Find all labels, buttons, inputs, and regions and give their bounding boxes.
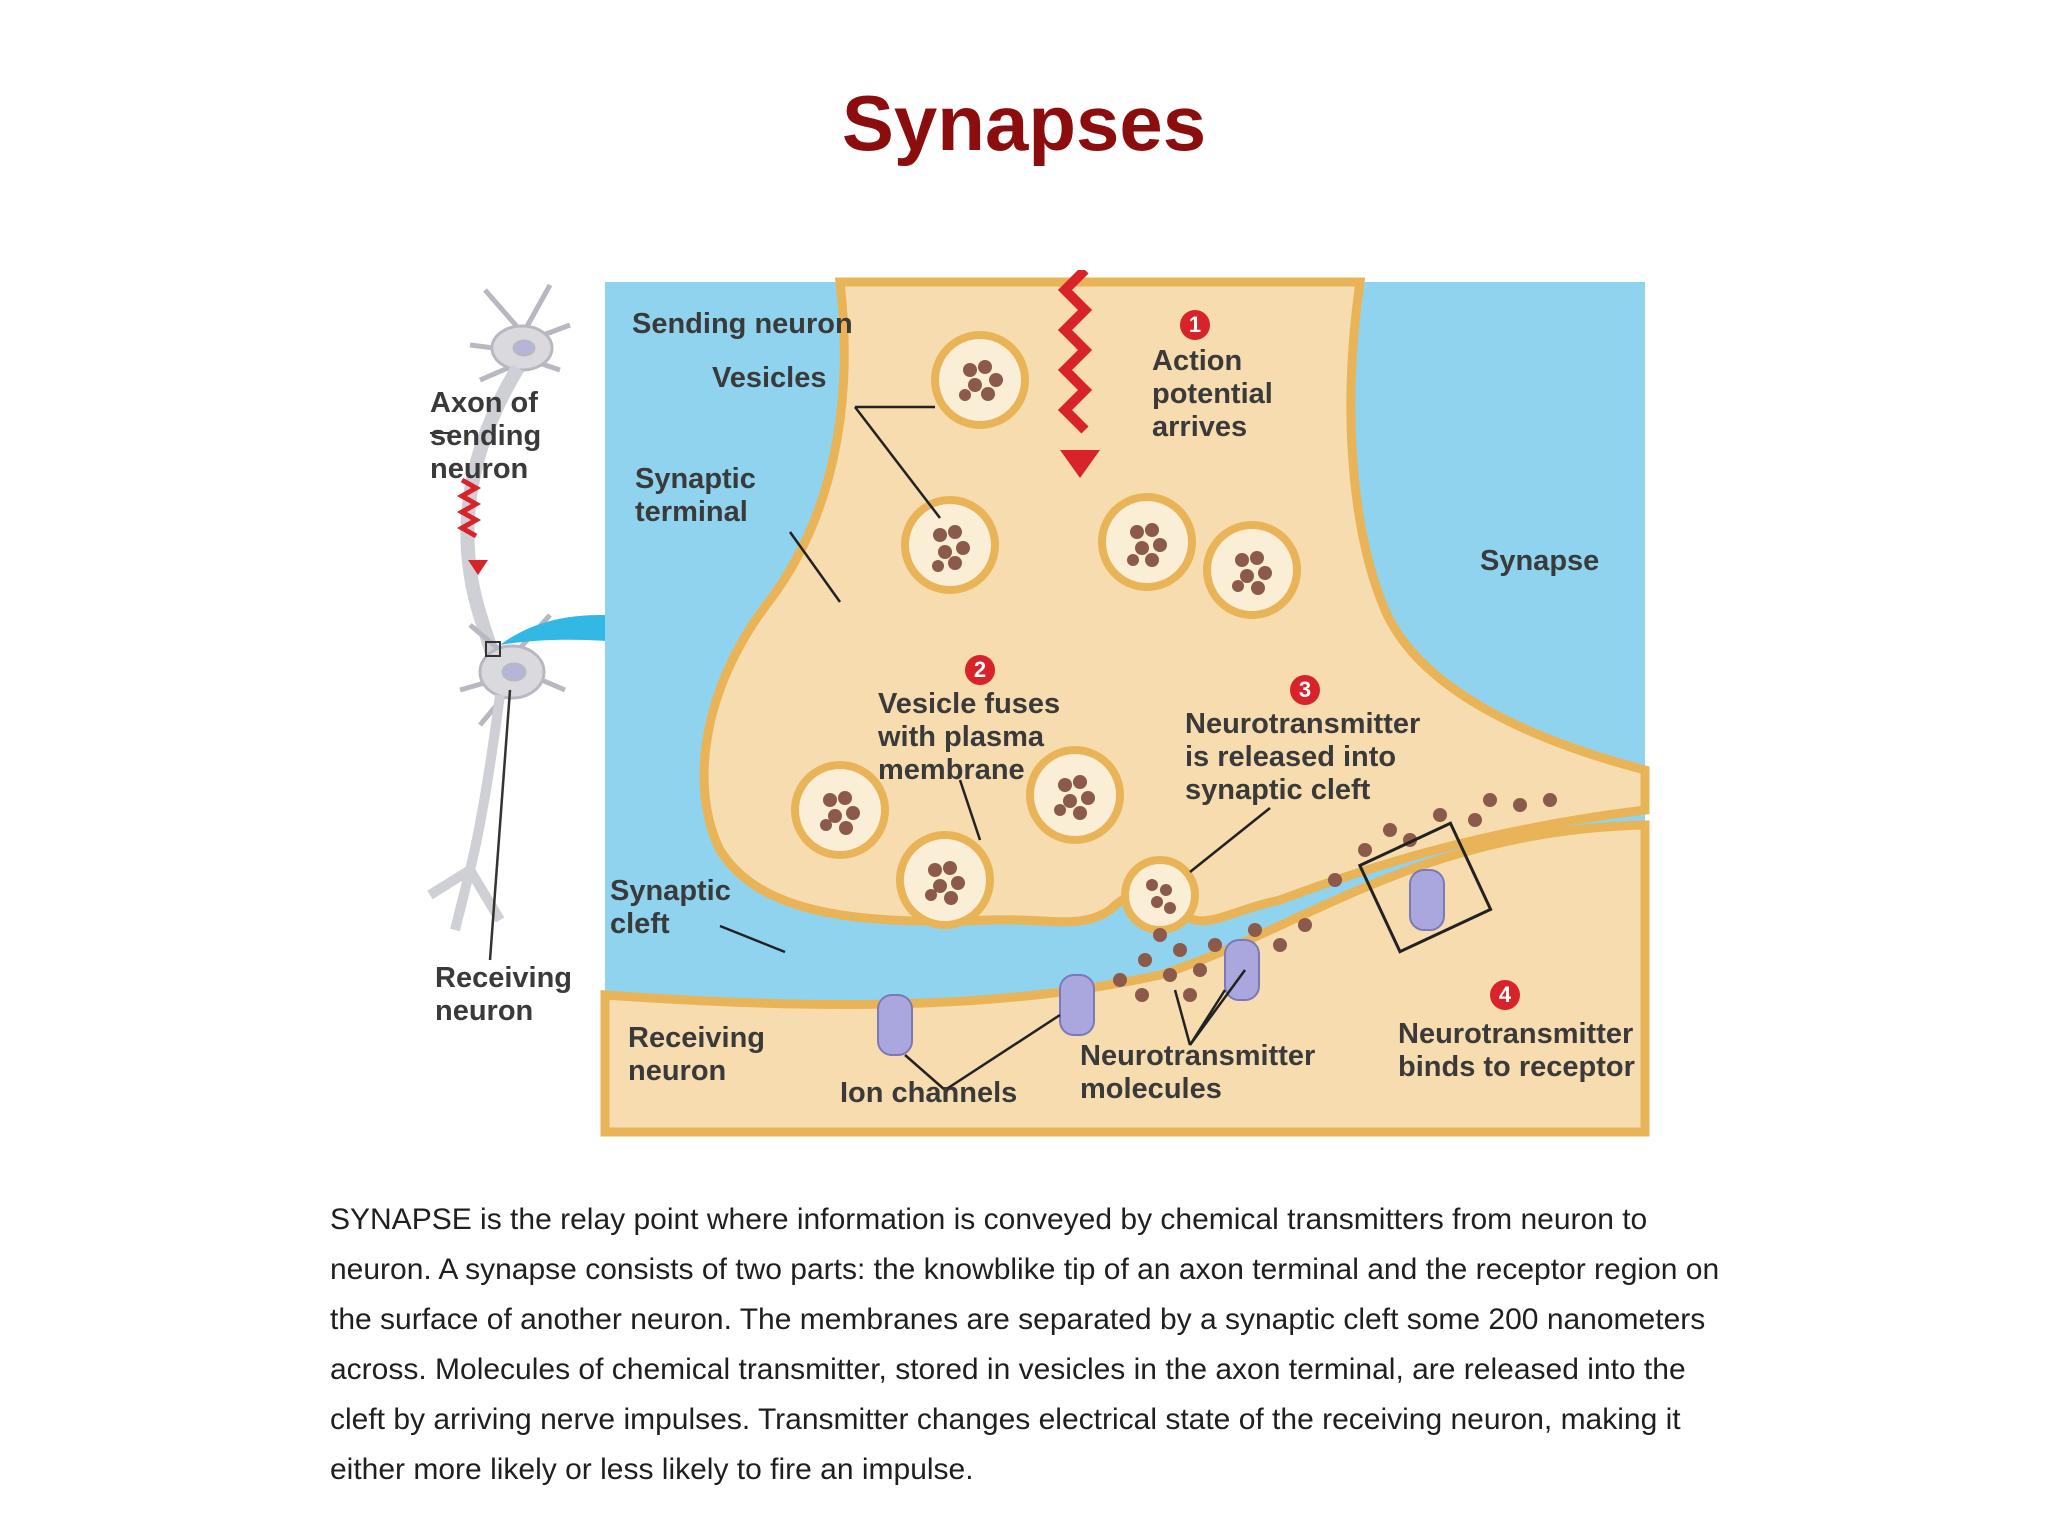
vesicle-molecules	[820, 360, 1272, 914]
label-receiving-neuron-left: Receiving neuron	[435, 962, 572, 1027]
receiving-neuron-region	[600, 820, 1650, 1137]
caption-paragraph: SYNAPSE is the relay point where informa…	[330, 1203, 1720, 1486]
leader-lines	[719, 405, 1271, 1092]
receptor-box	[1357, 821, 1493, 954]
label-neurotransmitter-molecules: Neurotransmitter molecules	[1080, 1040, 1316, 1105]
step-4-badge: 4	[1490, 980, 1520, 1010]
step-2-text: Vesicle fuses with plasma membrane	[878, 688, 1061, 786]
action-potential-arrow	[1057, 270, 1093, 434]
page-title: Synapses	[841, 79, 1207, 167]
label-synapse: Synapse	[1480, 545, 1600, 577]
step-3-badge: 3	[1290, 675, 1320, 705]
label-synaptic-cleft: Synaptic cleft	[610, 875, 731, 940]
step-3-text: Neurotransmitter is released into synapt…	[1185, 708, 1421, 806]
released-neurotransmitters	[1113, 793, 1557, 1002]
step-1-badge: 1	[1180, 310, 1210, 340]
step-2-badge: 2	[965, 655, 995, 685]
label-ion-channels: Ion channels	[840, 1077, 1018, 1109]
sending-neuron-cell	[460, 283, 571, 667]
impulse-arrow-small	[456, 477, 482, 539]
step-4-text: Neurotransmitter binds to receptor	[1398, 1018, 1635, 1083]
synapse-diagram: Sending neuron Vesicles Axon of sending …	[400, 270, 1670, 1150]
ion-channels	[877, 869, 1445, 1056]
step-1-text: Action potential arrives	[1152, 345, 1273, 443]
label-synaptic-terminal: Synaptic terminal	[635, 463, 756, 528]
label-axon-of-sending-neuron: Axon of sending neuron	[430, 387, 542, 485]
label-sending-neuron: Sending neuron	[632, 308, 853, 340]
label-vesicles: Vesicles	[712, 362, 827, 394]
receiving-neuron-cell	[427, 613, 566, 932]
synapse-illustration	[410, 270, 1650, 1150]
vesicles	[791, 331, 1301, 934]
label-receiving-neuron-inner: Receiving neuron	[628, 1022, 765, 1087]
neuron-overview-panel	[410, 270, 600, 1150]
